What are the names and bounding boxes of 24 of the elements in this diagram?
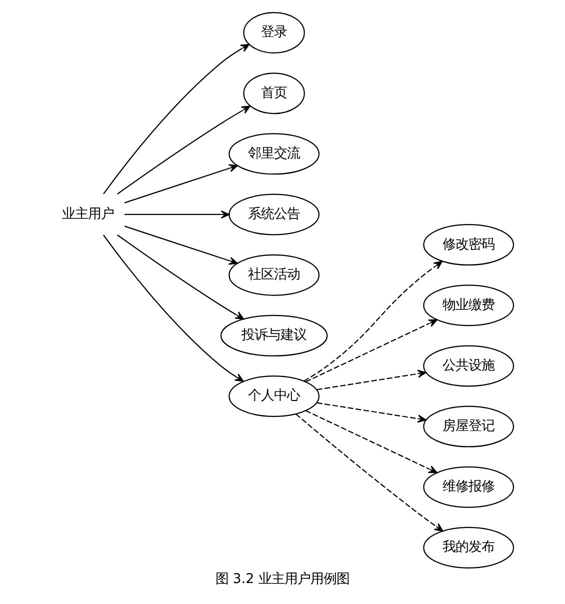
node-ellipse: 修改密码 bbox=[423, 224, 514, 266]
node-ellipse: 登录 bbox=[243, 12, 305, 54]
caption: 图 3.2 业主用户用例图 bbox=[216, 572, 350, 588]
arrow bbox=[304, 260, 443, 382]
arrow bbox=[316, 370, 426, 390]
node-ellipse: 首页 bbox=[243, 72, 305, 114]
node-ellipse: 投诉与建议 bbox=[220, 314, 328, 356]
arrow bbox=[124, 226, 238, 265]
node-ellipse: 系统公告 bbox=[228, 194, 320, 236]
node-ellipse: 我的发布 bbox=[423, 526, 514, 568]
node-text: 业主用户 bbox=[62, 206, 114, 222]
arrow bbox=[124, 210, 230, 219]
arrow bbox=[124, 164, 238, 204]
node-ellipse: 公共设施 bbox=[423, 345, 514, 387]
arrow bbox=[117, 234, 244, 320]
arrow bbox=[305, 410, 438, 474]
arrow bbox=[305, 319, 438, 382]
node-ellipse: 房屋登记 bbox=[423, 406, 514, 448]
node-ellipse: 个人中心 bbox=[228, 375, 320, 417]
arrow bbox=[296, 414, 444, 532]
arrow bbox=[117, 106, 250, 194]
arrow bbox=[316, 402, 426, 423]
arrow bbox=[103, 44, 250, 194]
arrow bbox=[103, 234, 244, 382]
